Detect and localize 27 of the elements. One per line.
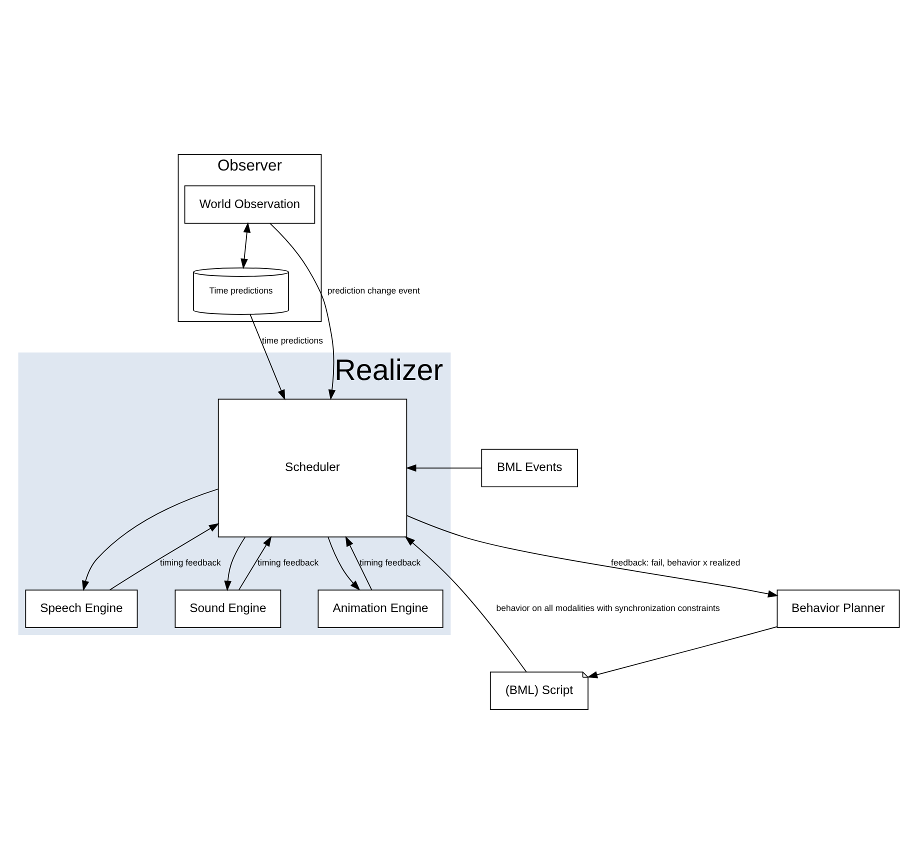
arrow: [109, 523, 220, 590]
arrow: [345, 536, 372, 590]
arrow: [406, 464, 482, 472]
arrow: [240, 222, 251, 270]
node-box: Animation Engine: [318, 590, 444, 628]
edge-label: timing feedback: [258, 558, 319, 568]
edge-label: timing feedback: [160, 558, 221, 568]
arrow: [250, 314, 286, 400]
node-box: Scheduler: [218, 398, 408, 538]
arrow: [238, 536, 272, 590]
arrow: [270, 223, 336, 400]
arrow: [404, 536, 527, 672]
arrow: [328, 536, 360, 591]
arrow: [224, 536, 246, 592]
edge-label: behavior on all modalities with synchronization constraints: [496, 602, 720, 613]
node-box: World Observation: [184, 185, 316, 224]
node-box: Sound Engine: [174, 590, 282, 628]
edge-label: timing feedback: [360, 558, 421, 568]
arrow: [82, 488, 219, 592]
node-box: Speech Engine: [25, 590, 138, 628]
arrow: [406, 515, 778, 598]
edge-label: prediction change event: [327, 285, 420, 296]
node-box: BML Events: [481, 448, 578, 488]
arrow: [587, 626, 778, 678]
node-box: Behavior Planner: [776, 590, 900, 628]
edge-label: feedback: fail, behavior x realized: [611, 558, 740, 568]
edge-label: time predictions: [262, 335, 323, 346]
